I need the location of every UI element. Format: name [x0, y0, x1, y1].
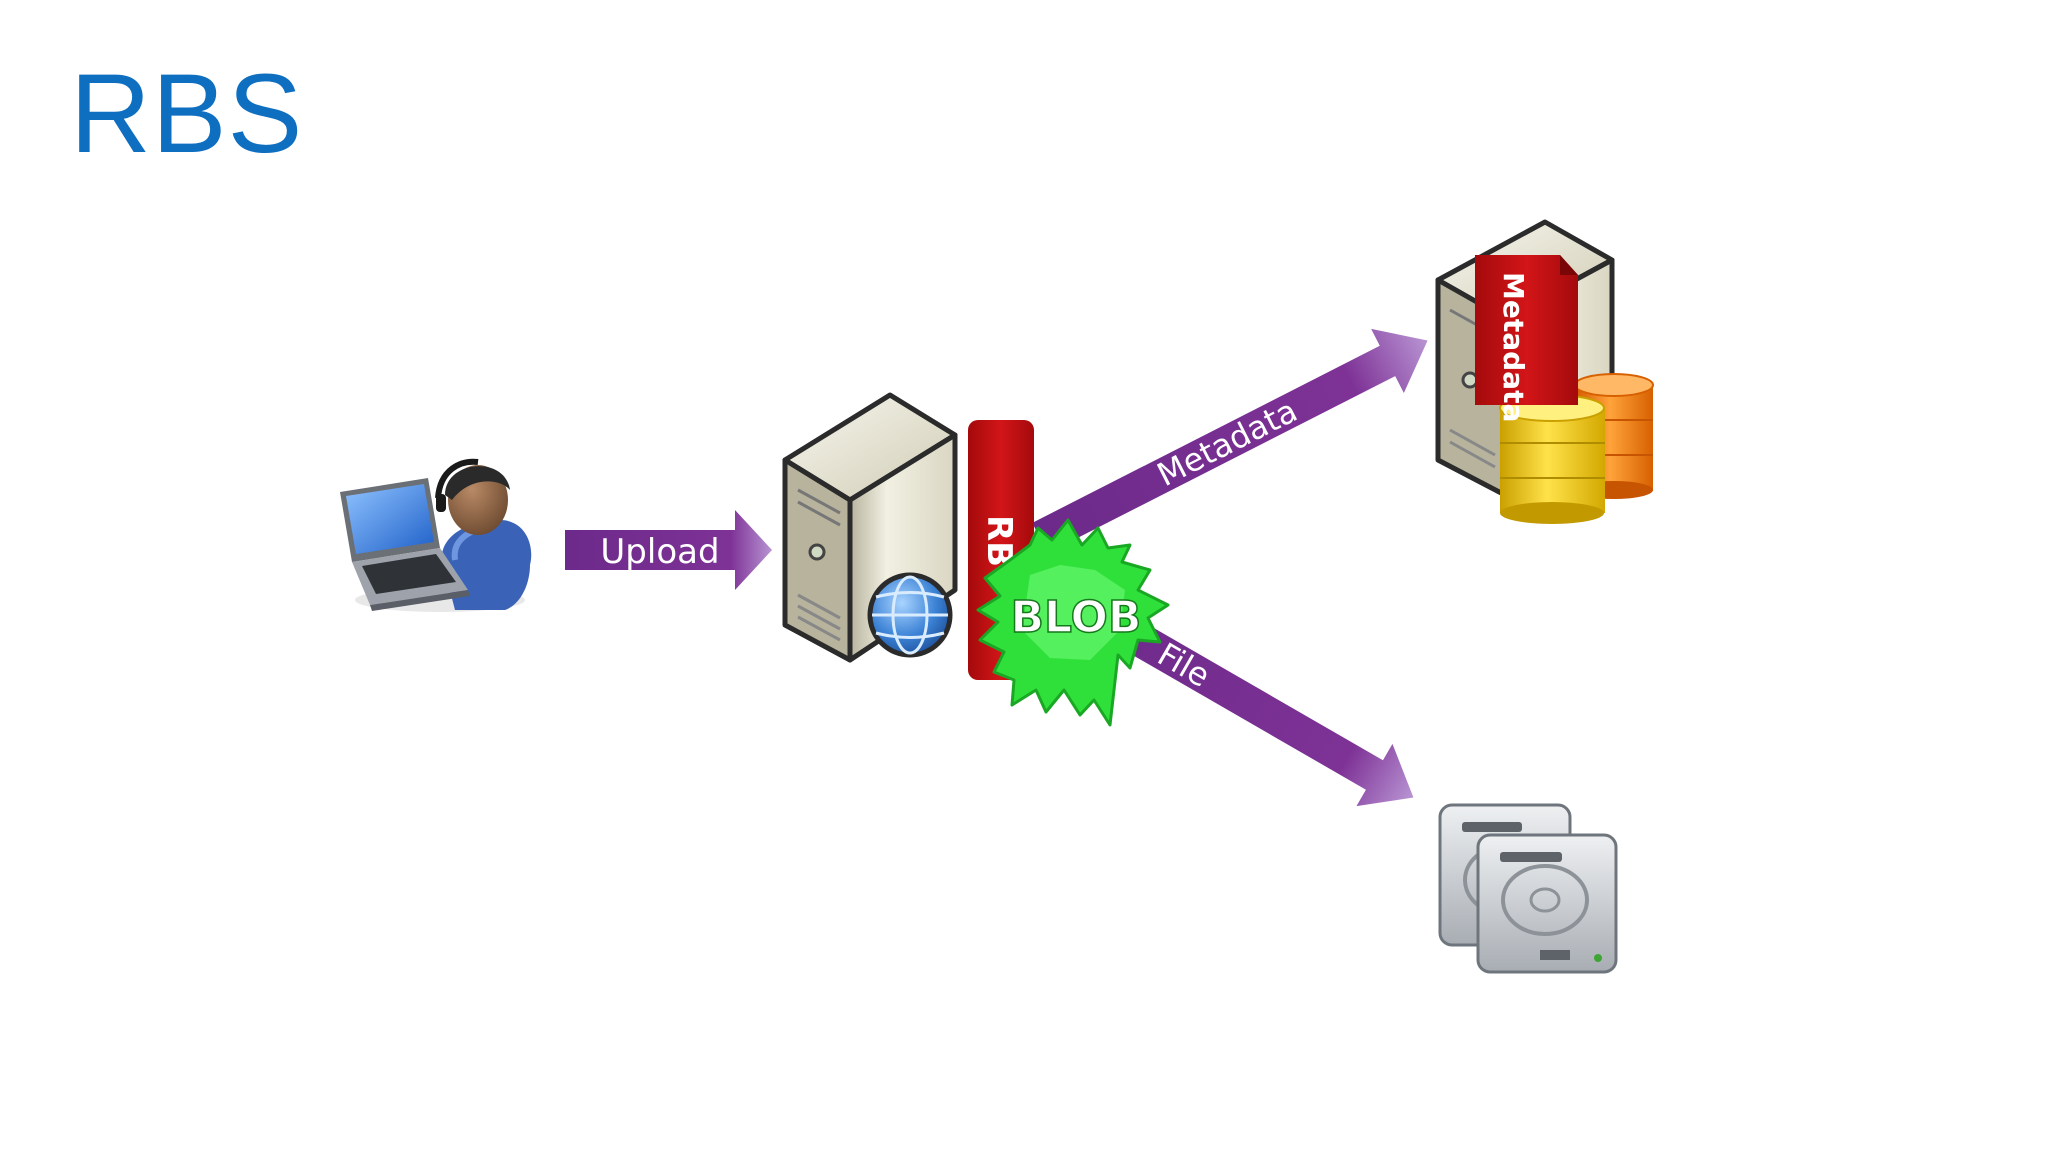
metadata-tag-label: Metadata [1497, 272, 1530, 422]
database-server-icon: Metadata [1435, 219, 1654, 524]
blob-splat-icon: BLOB [976, 518, 1170, 727]
metadata-arrow-label: Metadata [1151, 391, 1303, 494]
metadata-arrow: Metadata [1032, 328, 1428, 554]
metadata-tag: Metadata [1475, 255, 1578, 422]
user-laptop-icon [340, 458, 532, 612]
blob-label: BLOB [1011, 592, 1142, 643]
web-server-icon [782, 392, 958, 663]
disk-storage-icon [1438, 803, 1618, 974]
upload-label: Upload [600, 532, 719, 572]
slide-title: RBS [70, 51, 304, 176]
upload-arrow: Upload [565, 510, 772, 590]
